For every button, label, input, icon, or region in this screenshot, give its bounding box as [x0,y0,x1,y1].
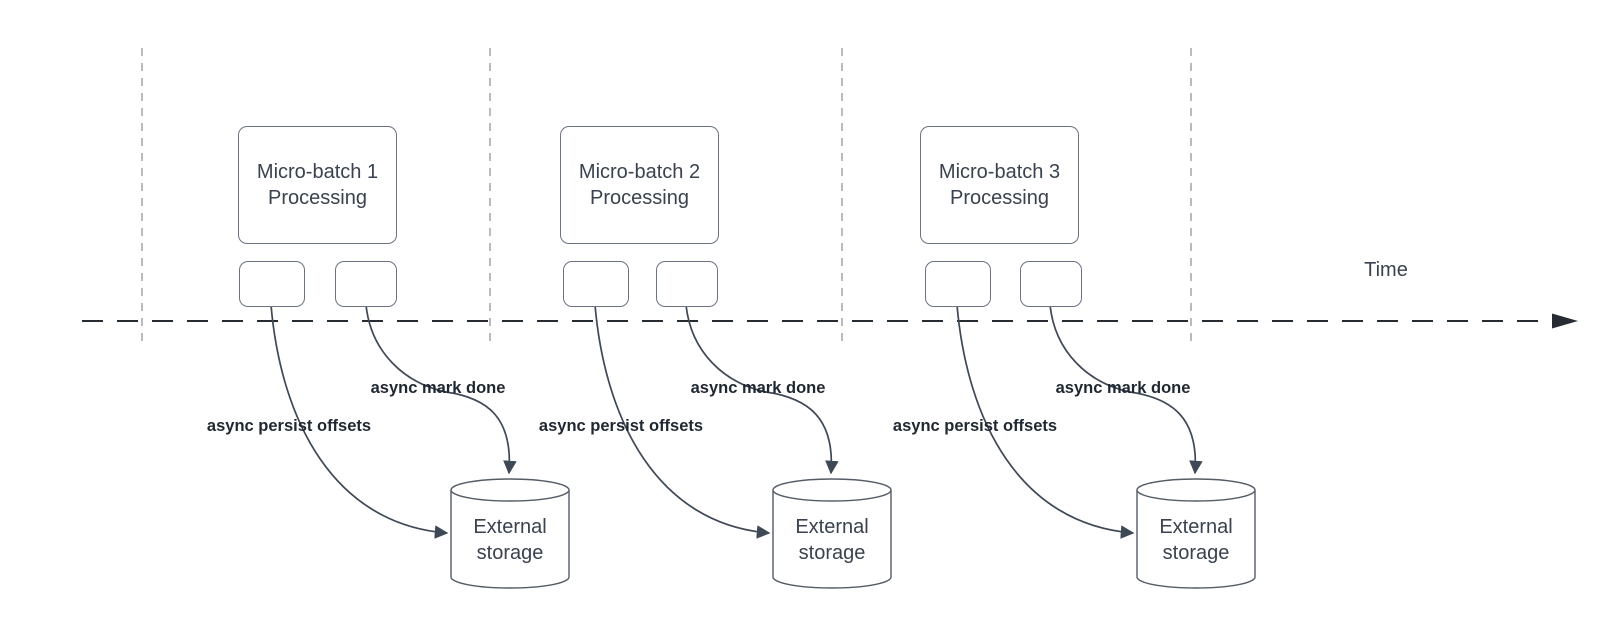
microbatch-title-line1: Micro-batch 1 [256,161,379,183]
mark-done-label-3: async mark done [1055,379,1191,397]
cylinder-body [772,490,892,589]
cylinder-body [1136,490,1256,589]
microbatch-title-line1: Micro-batch 3 [938,161,1061,183]
microbatch-title-line2: Processing [268,187,367,209]
external-storage-cylinder-2 [772,478,892,589]
mark-done-label-2: async mark done [690,379,826,397]
cylinder-body [450,490,570,589]
mark-done-label-1: async mark done [370,379,506,397]
external-storage-cylinder-1 [450,478,570,589]
storage-line1: External [795,516,869,538]
microbatch-title-line2: Processing [950,187,1049,209]
persist-offsets-arrow-1 [270,304,449,539]
persist-offsets-label-3: async persist offsets [892,417,1058,435]
batch-3-task-box-done [1020,261,1082,307]
external-storage-label-1: External storage [451,514,569,566]
microbatch-1-processing-box: Micro-batch 1 Processing [238,126,397,244]
storage-line2: storage [798,542,866,564]
batch-2-task-box-done [656,261,718,307]
storage-line1: External [1159,516,1233,538]
batch-1-task-box-done [335,261,397,307]
time-axis-label: Time [1364,259,1408,281]
microbatch-title-line2: Processing [590,187,689,209]
persist-offsets-label-1: async persist offsets [206,417,372,435]
batch-3-task-box-persist [925,261,991,307]
microbatch-2-processing-box: Micro-batch 2 Processing [560,126,719,244]
persist-offsets-arrow-2 [594,304,771,539]
storage-line2: storage [476,542,544,564]
cylinder-top [450,478,570,502]
microbatch-3-processing-box: Micro-batch 3 Processing [920,126,1079,244]
external-storage-cylinder-3 [1136,478,1256,589]
external-storage-label-2: External storage [773,514,891,566]
cylinder-top [772,478,892,502]
microbatch-title-line1: Micro-batch 2 [578,161,701,183]
cylinder-top [1136,478,1256,502]
time-axis-arrowhead [1552,313,1578,329]
mark-done-arrow-3 [1049,304,1203,475]
persist-offsets-label-2: async persist offsets [538,417,704,435]
mark-done-arrow-1 [365,304,517,475]
storage-line2: storage [1162,542,1230,564]
external-storage-label-3: External storage [1137,514,1255,566]
persist-offsets-arrow-3 [956,304,1135,539]
batch-2-task-box-persist [563,261,629,307]
mark-done-arrow-2 [685,304,839,475]
storage-line1: External [473,516,547,538]
batch-1-task-box-persist [239,261,305,307]
